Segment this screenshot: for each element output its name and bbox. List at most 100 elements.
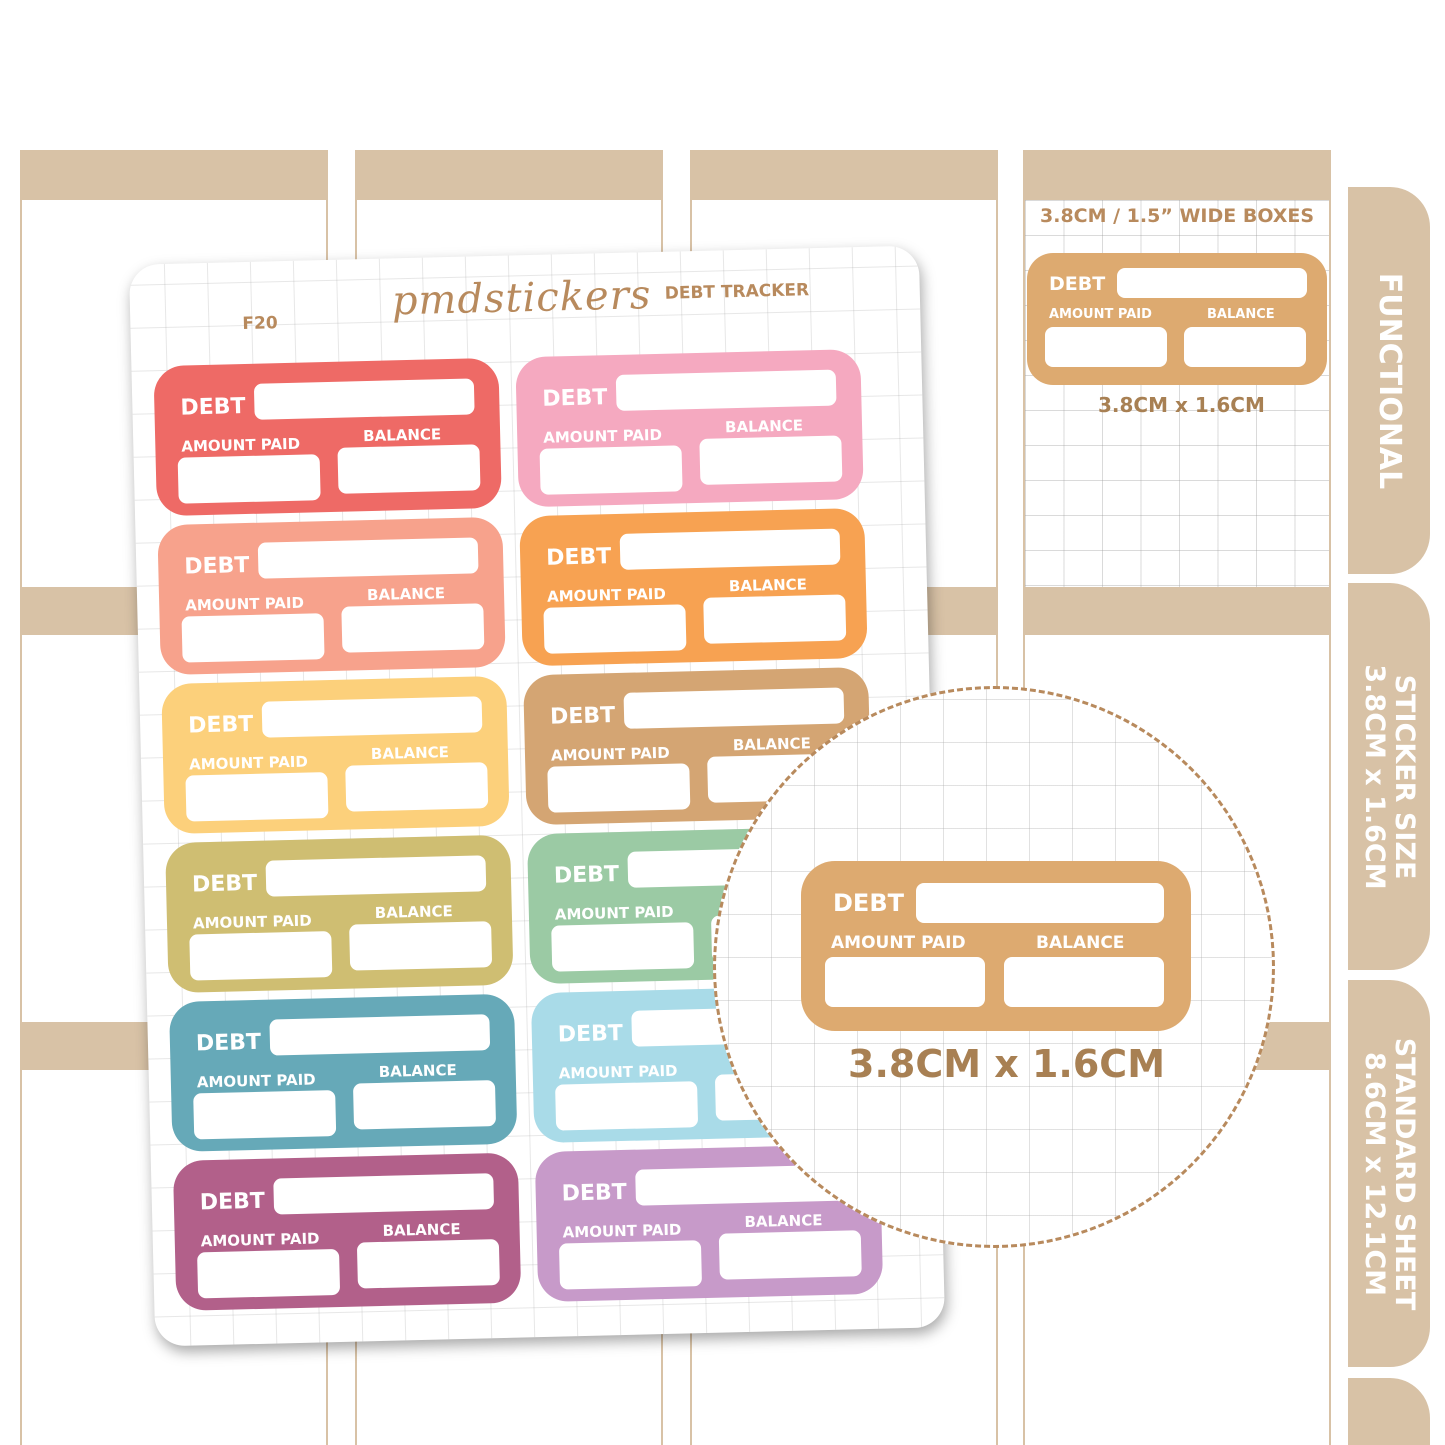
sticker-debt-box xyxy=(265,855,487,897)
sticker-debt-box xyxy=(916,883,1164,923)
sticker-debt-label: DEBT xyxy=(191,870,258,898)
sticker-balance-box xyxy=(703,594,847,644)
sticker-debt-label: DEBT xyxy=(545,544,612,571)
sticker-debt-label: DEBT xyxy=(183,552,250,580)
sheet-title: DEBT TRACKER xyxy=(664,280,810,304)
sticker-amount-paid-label: AMOUNT PAID xyxy=(185,593,305,615)
tab-sticker-size-label: STICKER SIZE 3.8CM x 1.6CM xyxy=(1359,663,1420,890)
sticker-debt-label: DEBT xyxy=(549,703,616,730)
debt-sticker: DEBT AMOUNT PAID BALANCE xyxy=(519,507,868,667)
tab-standard-sheet[interactable]: STANDARD SHEET 8.6CM x 12.1CM xyxy=(1348,980,1430,1367)
sticker-balance-label: BALANCE xyxy=(370,743,450,764)
sticker-balance-label: BALANCE xyxy=(1207,307,1275,322)
sticker-debt-label: DEBT xyxy=(561,1179,628,1207)
sticker-balance-label: BALANCE xyxy=(1036,933,1125,953)
tab-functional[interactable]: FUNCTIONAL xyxy=(1348,187,1430,574)
sticker-amount-box xyxy=(547,763,691,813)
sticker-amount-box xyxy=(551,922,695,972)
debt-sticker: DEBT AMOUNT PAID BALANCE xyxy=(172,1152,522,1311)
sticker-amount-box xyxy=(181,613,325,663)
sticker-amount-paid-label: AMOUNT PAID xyxy=(554,902,674,924)
planner-header-bar xyxy=(355,150,663,200)
zoom-size-label: 3.8CM x 1.6CM xyxy=(848,1042,1166,1086)
sticker-debt-box xyxy=(269,1014,491,1056)
sticker-balance-label: BALANCE xyxy=(724,416,804,437)
sticker-balance-box xyxy=(352,1080,497,1130)
sticker-balance-box xyxy=(337,444,481,494)
sticker-debt-label: DEBT xyxy=(180,394,246,421)
sticker-balance-label: BALANCE xyxy=(728,575,808,596)
tab-functional-label: FUNCTIONAL xyxy=(1372,272,1407,489)
sticker-amount-box xyxy=(539,445,683,495)
sticker-amount-paid-label: AMOUNT PAID xyxy=(200,1229,320,1251)
sticker-balance-label: BALANCE xyxy=(362,425,442,446)
sticker-amount-paid-label: AMOUNT PAID xyxy=(562,1220,682,1242)
planner-sample-sticker: DEBT AMOUNT PAID BALANCE xyxy=(1027,253,1327,385)
sticker-balance-box xyxy=(1004,957,1164,1007)
sticker-amount-box xyxy=(189,931,333,981)
sticker-amount-paid-label: AMOUNT PAID xyxy=(188,752,309,774)
sticker-debt-box xyxy=(273,1173,495,1215)
sticker-amount-paid-label: AMOUNT PAID xyxy=(181,434,301,456)
sticker-debt-box xyxy=(1117,268,1307,298)
sticker-balance-label: BALANCE xyxy=(382,1219,461,1240)
planner-header-bar xyxy=(1023,587,1331,635)
sticker-debt-label: DEBT xyxy=(557,1020,624,1048)
planner-header-bar xyxy=(20,150,328,200)
sticker-debt-box xyxy=(257,537,479,579)
sticker-amount-box xyxy=(825,957,985,1007)
zoom-sample-sticker: DEBT AMOUNT PAID BALANCE xyxy=(801,861,1191,1031)
sticker-amount-paid-label: AMOUNT PAID xyxy=(192,911,312,933)
sticker-debt-box xyxy=(253,378,475,420)
sticker-debt-label: DEBT xyxy=(542,385,608,412)
sticker-debt-label: DEBT xyxy=(553,862,620,889)
planner-header-bar xyxy=(690,150,998,200)
sticker-balance-box xyxy=(356,1239,500,1289)
sticker-amount-paid-label: AMOUNT PAID xyxy=(546,584,667,606)
sticker-amount-paid-label: AMOUNT PAID xyxy=(831,933,966,953)
sticker-balance-box xyxy=(345,762,489,812)
debt-sticker: DEBT AMOUNT PAID BALANCE xyxy=(153,357,502,517)
debt-sticker: DEBT AMOUNT PAID BALANCE xyxy=(168,993,518,1153)
tab-sticker-size[interactable]: STICKER SIZE 3.8CM x 1.6CM xyxy=(1348,583,1430,970)
tab-partial[interactable] xyxy=(1348,1378,1430,1445)
sticker-balance-label: BALANCE xyxy=(374,902,454,922)
sticker-debt-box xyxy=(619,528,841,570)
sticker-balance-box xyxy=(1184,327,1306,367)
sticker-debt-label: DEBT xyxy=(187,711,254,739)
planner-sample-size: 3.8CM x 1.6CM xyxy=(1098,393,1265,417)
sheet-code: F20 xyxy=(242,313,278,335)
sticker-debt-label: DEBT xyxy=(1049,273,1106,295)
planner-header-bar xyxy=(1023,150,1331,200)
zoom-circle: DEBT AMOUNT PAID BALANCE 3.8CM x 1.6CM xyxy=(713,686,1275,1248)
sticker-debt-box xyxy=(615,369,837,411)
sticker-debt-box xyxy=(261,696,483,738)
sticker-amount-paid-label: AMOUNT PAID xyxy=(558,1061,678,1083)
sticker-amount-box xyxy=(177,454,321,504)
sticker-amount-box xyxy=(185,772,329,822)
sticker-balance-box xyxy=(699,435,843,485)
sticker-balance-box xyxy=(349,921,493,971)
sticker-balance-label: BALANCE xyxy=(378,1061,457,1081)
tab-standard-sheet-label: STANDARD SHEET 8.6CM x 12.1CM xyxy=(1359,1037,1420,1310)
sticker-amount-paid-label: AMOUNT PAID xyxy=(196,1070,316,1092)
sticker-amount-box xyxy=(555,1081,699,1131)
sticker-amount-box xyxy=(543,604,687,654)
sticker-amount-box xyxy=(197,1248,341,1299)
debt-sticker: DEBT AMOUNT PAID BALANCE xyxy=(515,348,864,508)
debt-sticker: DEBT AMOUNT PAID BALANCE xyxy=(161,675,510,835)
sticker-amount-box xyxy=(1045,327,1167,367)
sticker-debt-label: DEBT xyxy=(195,1029,262,1057)
sticker-debt-label: DEBT xyxy=(199,1188,266,1216)
debt-sticker: DEBT AMOUNT PAID BALANCE xyxy=(165,834,514,994)
sticker-amount-paid-label: AMOUNT PAID xyxy=(1049,307,1152,322)
sticker-amount-paid-label: AMOUNT PAID xyxy=(543,425,663,447)
wide-boxes-label: 3.8CM / 1.5” WIDE BOXES xyxy=(1040,205,1315,227)
sticker-amount-paid-label: AMOUNT PAID xyxy=(550,743,670,765)
brand-logo: pmdstickers xyxy=(391,272,652,325)
sticker-debt-label: DEBT xyxy=(833,889,904,917)
sticker-amount-box xyxy=(193,1090,337,1140)
sticker-balance-box xyxy=(341,603,485,653)
sticker-amount-box xyxy=(558,1240,703,1290)
